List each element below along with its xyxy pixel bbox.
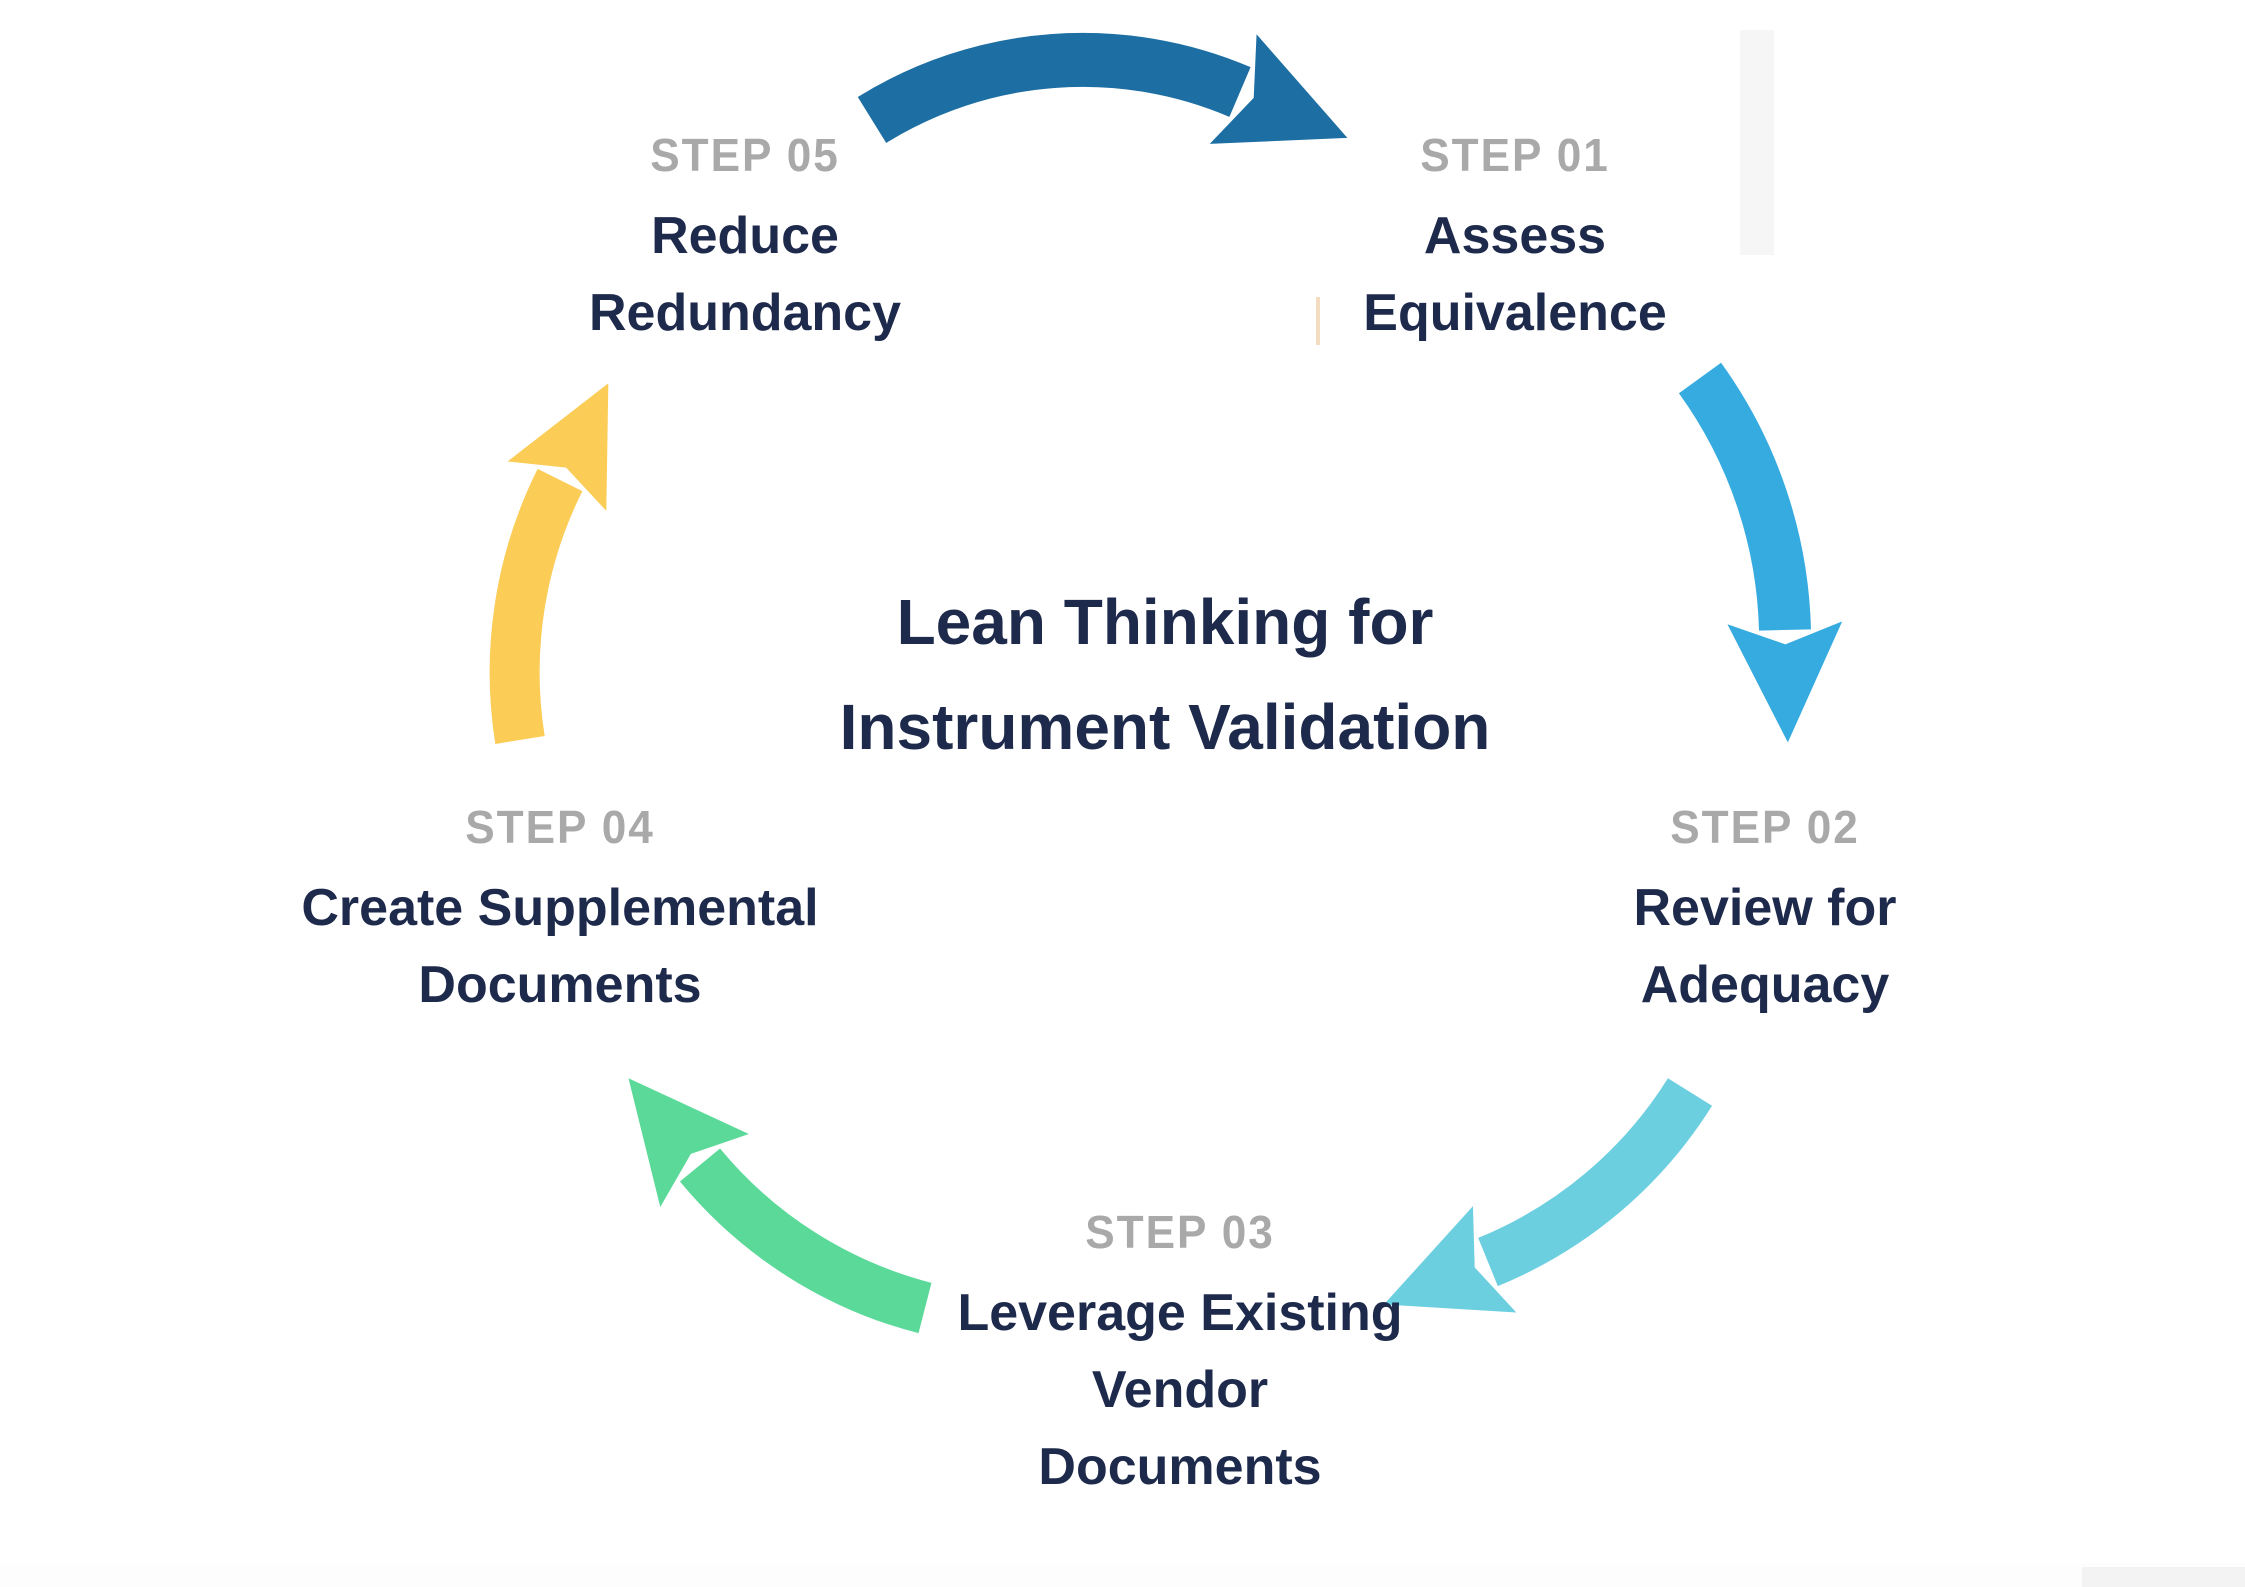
arrow-step4-to-step5 xyxy=(489,383,609,744)
step-04-title: Create Supplemental Documents xyxy=(235,870,885,1024)
scan-artifact-band xyxy=(1740,30,1774,255)
step-05-block: STEP 05 Reduce Redundancy xyxy=(420,128,1070,352)
arrow-step1-to-step2 xyxy=(1678,362,1843,743)
step-02-label: STEP 02 xyxy=(1670,801,1860,853)
scan-artifact-strip xyxy=(0,1563,2245,1587)
step-05-title-line-1: Reduce xyxy=(651,207,839,265)
step-01-block: STEP 01 Assess Equivalence xyxy=(1190,128,1840,352)
step-04-title-line-1: Create Supplemental xyxy=(301,879,819,937)
step-04-label: STEP 04 xyxy=(465,801,655,853)
arrow-step2-to-step3 xyxy=(1383,1078,1713,1313)
step-01-title-line-1: Assess xyxy=(1423,207,1607,265)
step-04-title-line-2: Documents xyxy=(418,956,702,1014)
scan-artifact-corner xyxy=(2082,1567,2245,1587)
diagram-title-line-1: Lean Thinking for xyxy=(896,586,1434,658)
step-04-block: STEP 04 Create Supplemental Documents xyxy=(235,800,885,1024)
diagram-title: Lean Thinking for Instrument Validation xyxy=(745,570,1585,780)
step-03-title-line-2: Vendor xyxy=(1091,1361,1269,1419)
step-03-title: Leverage Existing Vendor Documents xyxy=(855,1275,1505,1506)
step-01-title-line-2: Equivalence xyxy=(1363,284,1667,342)
step-02-block: STEP 02 Review for Adequacy xyxy=(1440,800,2090,1024)
step-05-title: Reduce Redundancy xyxy=(420,198,1070,352)
step-03-label: STEP 03 xyxy=(1085,1206,1275,1258)
diagram-title-line-2: Instrument Validation xyxy=(839,691,1491,763)
step-05-title-line-2: Redundancy xyxy=(588,284,902,342)
step-03-title-line-1: Leverage Existing xyxy=(957,1284,1403,1342)
step-03-block: STEP 03 Leverage Existing Vendor Documen… xyxy=(855,1205,1505,1506)
step-05-label: STEP 05 xyxy=(650,129,840,181)
step-02-title: Review for Adequacy xyxy=(1440,870,2090,1024)
step-02-title-line-1: Review for xyxy=(1633,879,1897,937)
arrow-step3-to-step4 xyxy=(628,1078,932,1334)
step-01-title: Assess Equivalence xyxy=(1190,198,1840,352)
step-02-title-line-2: Adequacy xyxy=(1640,956,1890,1014)
step-01-label: STEP 01 xyxy=(1420,129,1610,181)
arrow-step5-to-step1 xyxy=(857,32,1348,144)
scan-artifact-tick xyxy=(1316,297,1320,345)
step-03-title-line-3: Documents xyxy=(1038,1438,1322,1496)
